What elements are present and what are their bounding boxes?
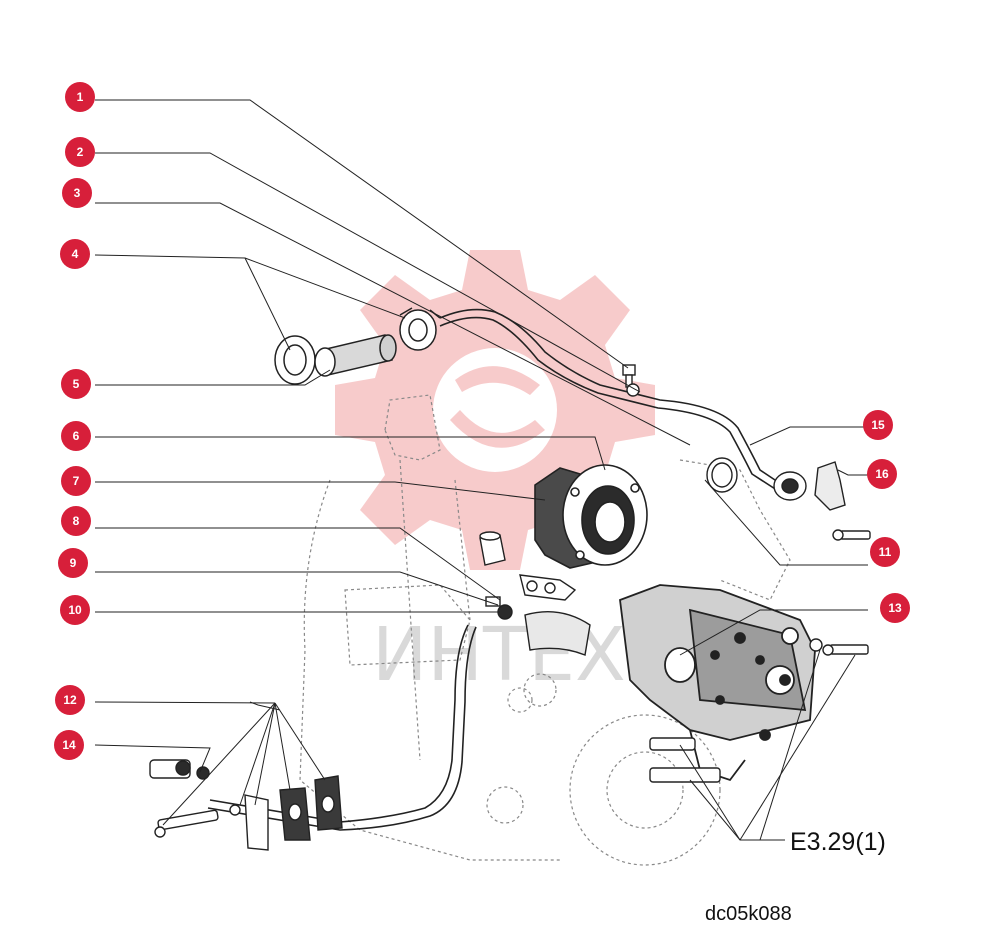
hose-clamp-assembly <box>274 307 441 385</box>
callout-11: 11 <box>870 537 900 567</box>
mounting-bolts-right <box>649 638 869 783</box>
callout-9: 9 <box>58 548 88 578</box>
injection-pump-body <box>619 584 816 782</box>
callout-6: 6 <box>61 421 91 451</box>
callout-10: 10 <box>60 595 90 625</box>
leader-lines <box>94 99 868 841</box>
callout-8: 8 <box>61 506 91 536</box>
svg-text:13: 13 <box>888 601 902 615</box>
delivery-valve-fittings <box>706 457 871 541</box>
svg-text:10: 10 <box>68 603 82 617</box>
svg-text:6: 6 <box>73 429 80 443</box>
pipe-bracket-clamp <box>149 759 343 851</box>
svg-text:15: 15 <box>871 418 885 432</box>
callout-3: 3 <box>62 178 92 208</box>
svg-text:11: 11 <box>879 545 892 559</box>
svg-text:12: 12 <box>63 693 77 707</box>
image-code: dc05k088 <box>705 903 792 925</box>
callout-13: 13 <box>880 593 910 623</box>
svg-text:9: 9 <box>70 556 77 570</box>
svg-text:7: 7 <box>73 474 80 488</box>
engine-block-outline <box>299 394 791 866</box>
callout-16: 16 <box>867 459 897 489</box>
callout-15: 15 <box>863 410 893 440</box>
callout-1: 1 <box>65 82 95 112</box>
svg-text:16: 16 <box>875 467 889 481</box>
fuel-pipes <box>207 308 791 831</box>
pump-flange <box>534 464 648 569</box>
callout-2: 2 <box>65 137 95 167</box>
callout-5: 5 <box>61 369 91 399</box>
svg-text:2: 2 <box>77 145 84 159</box>
fittings <box>479 531 591 656</box>
svg-text:4: 4 <box>72 247 79 261</box>
figure-code: E3.29(1) <box>790 828 886 856</box>
svg-text:8: 8 <box>73 514 80 528</box>
callout-4: 4 <box>60 239 90 269</box>
callout-12: 12 <box>55 685 85 715</box>
svg-text:14: 14 <box>62 738 76 752</box>
svg-text:1: 1 <box>77 90 84 104</box>
svg-text:3: 3 <box>74 186 81 200</box>
callout-14: 14 <box>54 730 84 760</box>
callout-7: 7 <box>61 466 91 496</box>
svg-text:5: 5 <box>73 377 80 391</box>
